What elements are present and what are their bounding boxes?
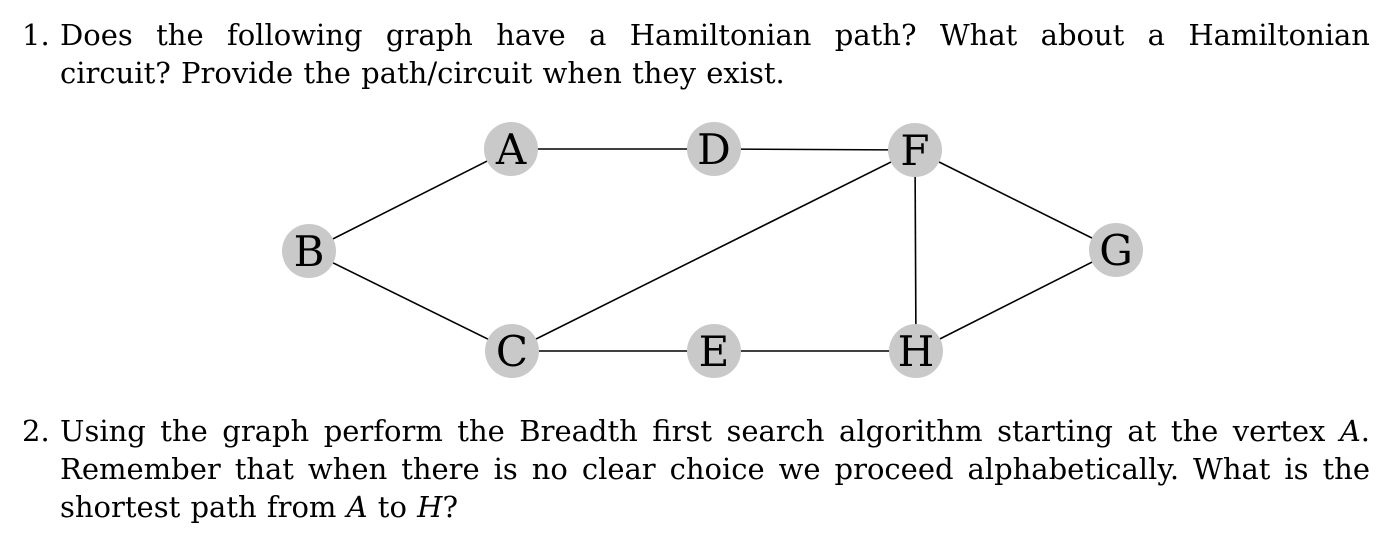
text-segment: shortest path from xyxy=(60,490,347,524)
vertex-C xyxy=(485,324,539,378)
question-1-number: 1. xyxy=(22,18,50,52)
vertex-E xyxy=(687,324,741,378)
vertex-A-label: A xyxy=(495,125,527,174)
edge-F-H xyxy=(914,149,917,352)
vertex-B-label: B xyxy=(294,227,325,276)
text-segment: circuit? Provide the path/circuit when t… xyxy=(60,56,785,90)
vertex-H-label: H xyxy=(898,327,935,376)
edge-A-B xyxy=(308,148,512,252)
text-segment: Using the graph perform the Breadth firs… xyxy=(60,414,1340,448)
text-segment: ? xyxy=(442,490,459,524)
question-2: 2. Using the graph perform the Breadth f… xyxy=(22,412,1370,526)
math-variable: A xyxy=(1339,414,1361,448)
math-variable: A xyxy=(346,490,368,524)
text-line: shortest path from A to H? xyxy=(60,488,1370,526)
question-1: 1. Does the following graph have a Hamil… xyxy=(22,16,1370,92)
text-segment: to xyxy=(367,490,418,524)
text-segment: Remember that when there is no clear cho… xyxy=(60,452,1370,486)
text-line: circuit? Provide the path/circuit when t… xyxy=(60,54,1370,92)
vertex-F-label: F xyxy=(900,126,929,175)
question-2-number: 2. xyxy=(22,414,50,448)
text-line: Remember that when there is no clear cho… xyxy=(60,450,1370,488)
vertex-H xyxy=(889,324,943,378)
edge-D-F xyxy=(713,148,916,151)
text-segment: Does the following graph have a Hamilton… xyxy=(60,18,1370,52)
vertex-F xyxy=(888,123,942,177)
math-variable: H xyxy=(417,490,443,524)
vertex-G-label: G xyxy=(1099,226,1133,275)
question-2-text: Using the graph perform the Breadth firs… xyxy=(60,412,1370,526)
edge-B-C xyxy=(308,250,513,352)
vertex-D-label: D xyxy=(697,125,731,174)
question-1-text: Does the following graph have a Hamilton… xyxy=(60,16,1370,92)
vertex-D xyxy=(687,122,741,176)
vertex-A xyxy=(484,122,538,176)
vertex-B xyxy=(282,224,336,278)
edge-G-H xyxy=(915,249,1117,352)
edge-F-G xyxy=(914,149,1117,251)
vertex-G xyxy=(1089,223,1143,277)
edge-C-F xyxy=(511,149,916,352)
vertex-E-label: E xyxy=(699,327,730,376)
vertex-C-label: C xyxy=(496,327,528,376)
text-segment: . xyxy=(1360,414,1370,448)
text-line: Does the following graph have a Hamilton… xyxy=(60,16,1370,54)
text-line: Using the graph perform the Breadth firs… xyxy=(60,412,1370,450)
